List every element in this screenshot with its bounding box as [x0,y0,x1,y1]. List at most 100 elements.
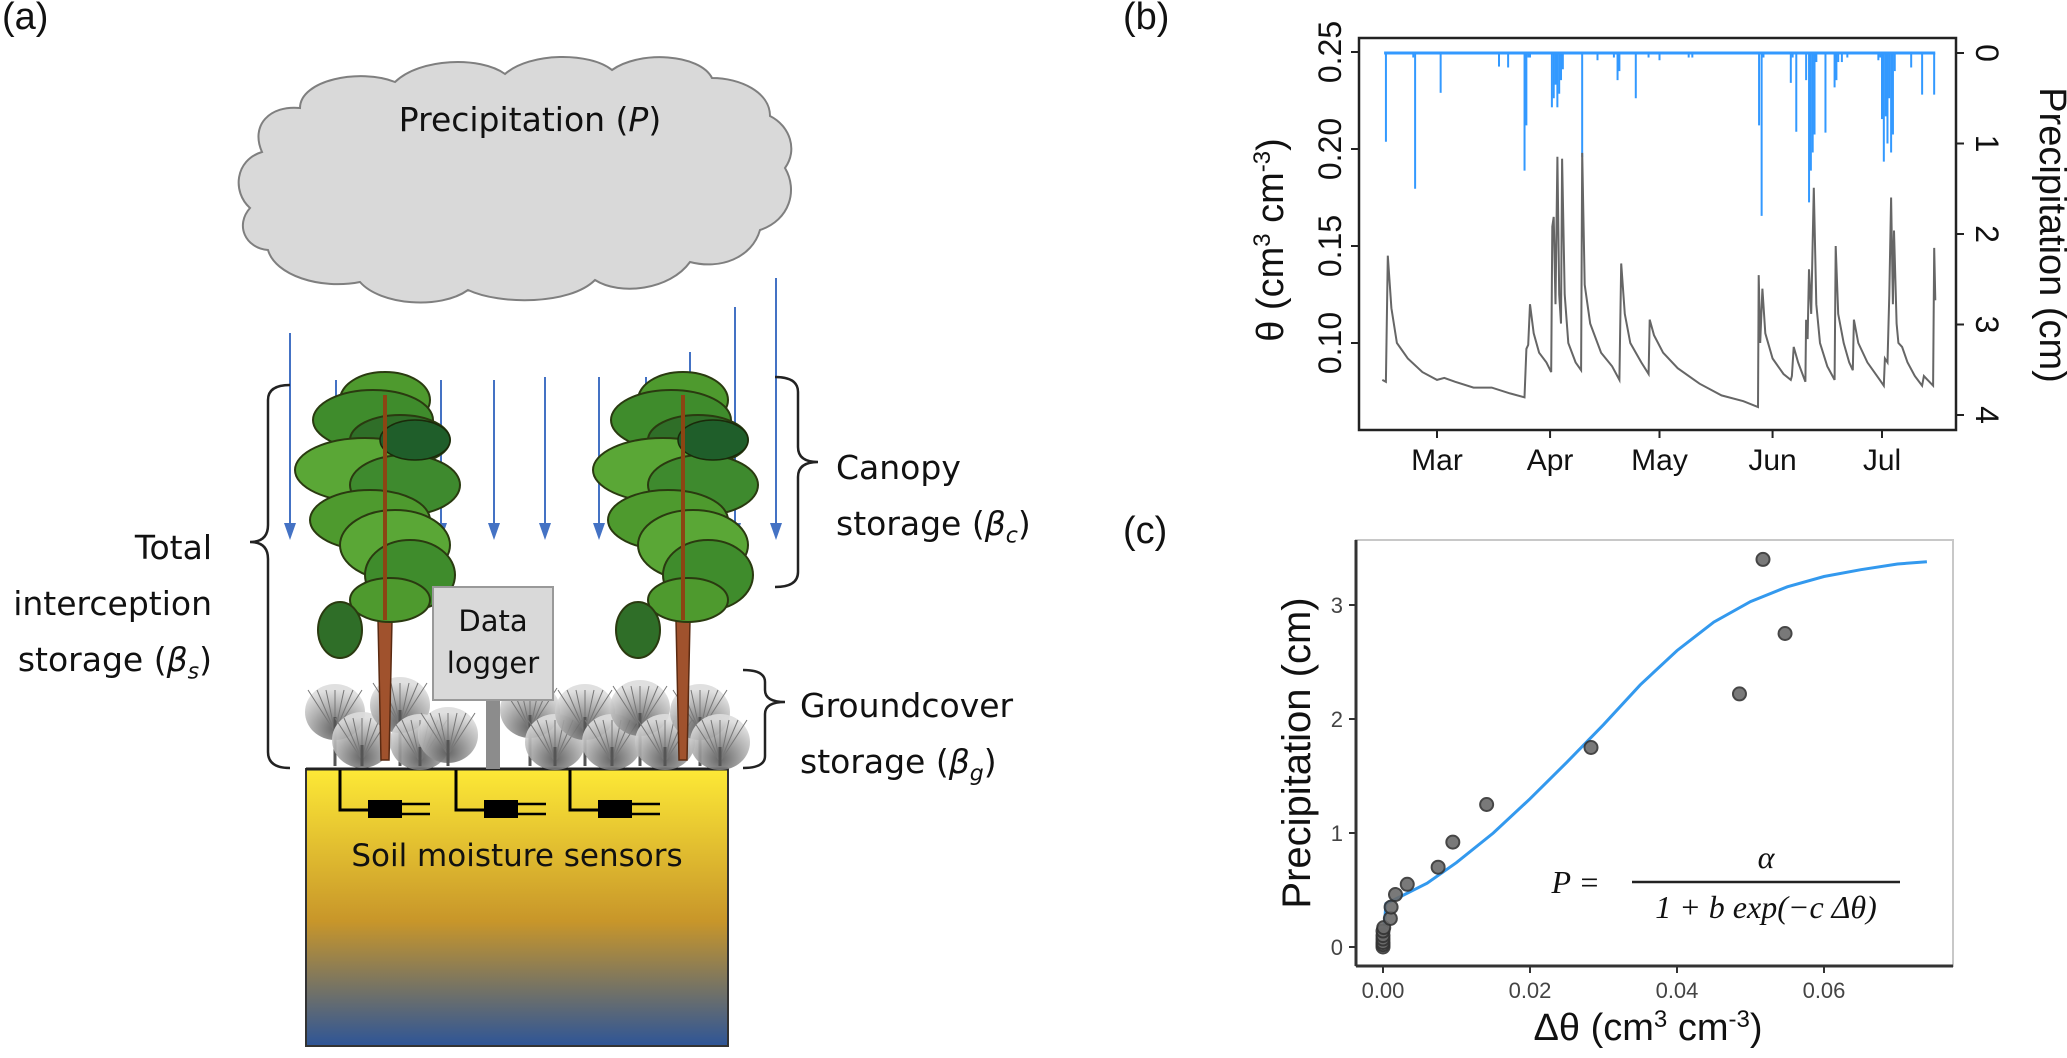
cloud-label-close: ) [648,100,662,139]
equation-numerator: α [1758,839,1776,875]
data-logger-line2: logger [446,646,540,680]
data-point [1399,876,1415,892]
panel-label-a: (a) [2,0,49,38]
y-tick-label: 0.25 [1312,21,1348,83]
x-tick-label: 0.04 [1656,978,1699,1003]
total-storage-line3: storage (βs) [13,632,212,701]
data-logger-label: Data logger [433,600,553,684]
equation-lhs: P = [1550,864,1600,900]
canopy-line1: Canopy [836,448,961,487]
total-storage-line1: Total [134,528,212,567]
theta-line [1381,152,1937,409]
dtheta-x-axis-label: Δθ (cm3 cm-3) [1534,1006,1763,1050]
data-point [1430,859,1446,875]
rain-arrow-icon [284,333,296,540]
x-tick-label: 0.00 [1362,978,1405,1003]
y-tick-label: 0.10 [1312,312,1348,374]
cloud-label-symbol: P [628,100,649,139]
theta-axis-label: θ (cm3 cm-3) [1249,138,1293,342]
y-tick-label: 0.15 [1312,215,1348,277]
soil-sensor-icon [338,770,430,818]
data-point [1375,928,1391,944]
canopy-storage-label: Canopy storage (βc) [836,440,1031,565]
data-point [1479,797,1495,812]
rain-arrow-icon [488,380,500,540]
subscript: g [969,761,984,787]
y-tick-label: 0 [1331,935,1343,960]
y2-tick-label: 0 [1969,44,2005,62]
data-point [1375,923,1391,939]
cloud-icon [237,56,793,304]
y-tick-label: 3 [1331,593,1343,618]
subscript: c [1005,523,1018,549]
data-point [1376,920,1392,936]
groundcover-storage-brace [742,668,786,770]
total-storage-label: Total interception storage (βs) [13,520,212,701]
precip-bars [1384,51,1936,216]
total-storage-line2: interception [13,584,212,623]
equation-denominator: 1 + b exp(−c Δθ) [1655,889,1877,925]
data-point [1383,899,1399,915]
rain-arrow-icon [539,377,551,540]
rain-arrow-icon [770,278,782,540]
groundcover-storage-label: Groundcover storage (βg) [800,678,1013,803]
panel-label-b: (b) [1123,0,1170,38]
y-tick-label: 2 [1331,707,1343,732]
data-point [1445,834,1461,850]
rain-arrow-icon [593,377,605,540]
data-point [1375,934,1391,950]
data-point [1375,931,1391,947]
data-logger-box [432,586,554,701]
text: ) [199,640,212,679]
x-tick-label: 0.06 [1803,978,1846,1003]
x-tick-label: May [1631,444,1688,477]
text: storage ( [836,504,985,543]
data-point [1731,686,1747,702]
palm-plant-icon [418,707,478,766]
soil-sensor-icon [568,770,660,818]
pine-tree-icon [294,371,461,761]
data-point [1375,937,1391,953]
text: storage ( [17,640,167,679]
beta-symbol: β [948,742,970,781]
logistic-equation: P = α 1 + b exp(−c Δθ) [1550,839,1900,925]
y2-tick-label: 2 [1969,225,2005,243]
text: storage ( [800,742,949,781]
data-point [1755,551,1771,567]
x-tick-label: 0.02 [1509,978,1552,1003]
total-storage-brace [249,383,291,770]
data-logger-line1: Data [458,604,528,638]
pine-tree-icon [592,371,759,761]
precip-axis-label: Precipitation (cm) [2031,87,2067,383]
cloud-label: Precipitation (P) [330,100,730,139]
palm-plant-icon [332,712,392,768]
groundcover-line2: storage (βg) [800,734,1013,803]
soil-moisture-sensors [338,770,660,818]
chart-c-frame [1355,539,1954,967]
text: ) [983,742,997,781]
beta-symbol: β [984,504,1006,543]
x-tick-label: Mar [1411,444,1463,477]
observed-points [1375,551,1793,955]
interception-diagram [237,56,819,1047]
data-logger-post [486,700,500,769]
y2-tick-label: 4 [1969,406,2005,424]
canopy-line2: storage (βc) [836,496,1031,565]
data-point [1382,911,1398,926]
data-point [1375,939,1391,955]
fitted-curve [1382,560,1928,948]
x-tick-label: Jul [1863,444,1901,477]
x-tick-label: Jun [1748,444,1796,477]
canopy-storage-brace [774,375,819,589]
chart-b-frame [1357,36,1958,432]
palm-plant-icon [690,714,750,770]
precip-y-axis-label: Precipitation (cm) [1275,597,1319,908]
data-point [1387,887,1403,903]
subscript: s [187,659,200,685]
text: ) [1017,504,1031,543]
panel-label-c: (c) [1123,510,1168,552]
x-tick-label: Apr [1527,444,1574,477]
cloud-label-text: Precipitation ( [398,100,629,139]
y2-tick-label: 3 [1969,316,2005,334]
data-point [1583,740,1599,755]
